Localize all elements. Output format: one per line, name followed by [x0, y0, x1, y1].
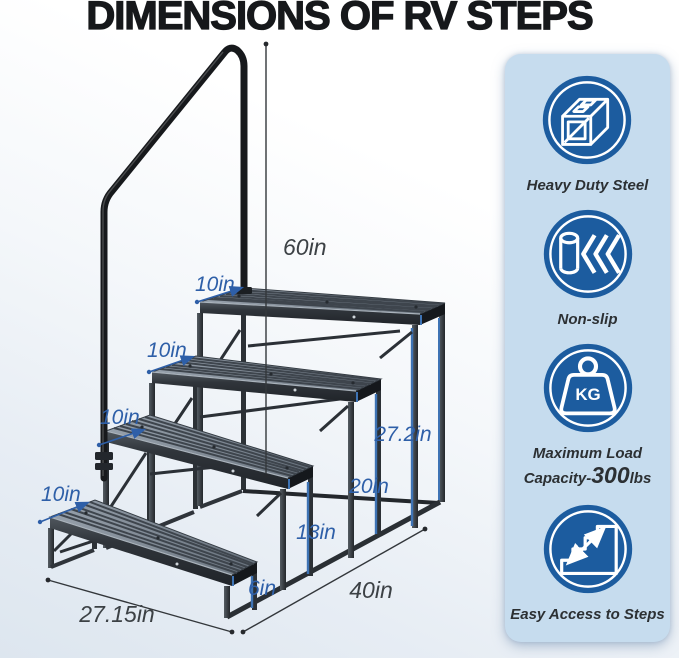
feature-easy-access: Easy Access to Steps: [510, 502, 665, 623]
step-2: [103, 414, 315, 590]
total-height-label: 27.2in: [373, 423, 431, 446]
depth-label-second: 10in: [100, 406, 140, 429]
feature-max-load: KG Maximum Load Capacity-300lbs: [523, 341, 652, 489]
step3-height-label: 20in: [348, 475, 389, 498]
step-1: [48, 499, 259, 618]
features-panel: Heavy Duty Steel: [505, 54, 670, 642]
depth-label-bottom: 10in: [41, 483, 81, 506]
width-label: 27.15in: [78, 601, 154, 627]
kg-badge-text: KG: [575, 385, 600, 404]
non-slip-roll-icon: [541, 207, 635, 301]
page-title: DIMENSIONS OF RV STEPS: [86, 0, 595, 39]
feature-label: Maximum Load Capacity-300lbs: [523, 445, 652, 489]
feature-label: Non-slip: [557, 311, 618, 329]
kg-weight-icon: KG: [541, 341, 635, 435]
feature-non-slip: Non-slip: [541, 207, 635, 328]
step-4: [197, 287, 446, 528]
rail-bracket: [95, 452, 113, 460]
dimension-labels: 60in 10in 10in 10in 10in 27.2in 20in 13i…: [41, 234, 432, 627]
rail-height-label: 60in: [283, 234, 326, 260]
feature-label: Easy Access to Steps: [510, 605, 665, 623]
total-depth-label: 40in: [349, 577, 392, 603]
depth-label-top: 10in: [195, 273, 235, 296]
steel-channel-icon: [540, 73, 634, 167]
depth-label-third: 10in: [147, 339, 187, 362]
handrail: [95, 44, 252, 482]
step2-height-label: 13in: [296, 521, 336, 544]
stairs-arrow-icon: [541, 502, 635, 596]
feature-heavy-duty-steel: Heavy Duty Steel: [526, 73, 649, 194]
feature-label: Heavy Duty Steel: [526, 176, 649, 194]
step1-height-label: 6in: [248, 577, 276, 600]
dimension-lines: [37, 41, 428, 635]
